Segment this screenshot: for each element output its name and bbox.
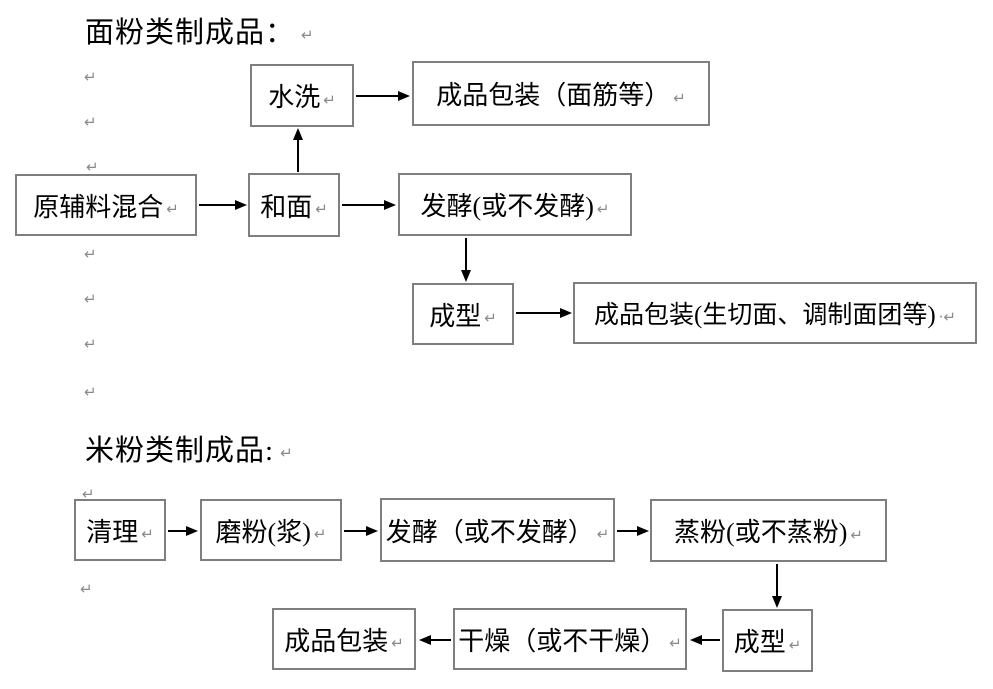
- paragraph-mark: ↵: [673, 88, 686, 107]
- paragraph-mark: ↵: [280, 444, 294, 462]
- paragraph-mark: ↵: [80, 580, 93, 598]
- paragraph-mark: ↵: [596, 525, 610, 543]
- section-title-rice-flour-products: 米粉类制成品:↵: [85, 435, 294, 467]
- node-drying: 干燥（或不干燥）↵: [453, 608, 687, 670]
- node-fermentation-flour: 发酵(或不发酵)↵: [398, 173, 632, 236]
- paragraph-mark: ↵: [301, 26, 315, 44]
- paragraph-mark: ↵: [596, 199, 610, 218]
- paragraph-mark: ↵: [84, 383, 97, 401]
- arrow-mixing-to-kneading: [199, 200, 247, 210]
- arrow-forming-to-packaging-noodles: [516, 308, 572, 318]
- paragraph-mark: ↵: [82, 485, 95, 503]
- arrow-milling-to-fermentation: [344, 526, 378, 536]
- paragraph-mark: ↵: [788, 635, 802, 654]
- arrow-drying-to-packaging: [419, 635, 451, 645]
- paragraph-mark: ↵: [86, 158, 99, 176]
- node-forming-flour: 成型↵: [412, 283, 514, 345]
- arrow-kneading-to-wash: [293, 128, 303, 172]
- arrow-forming-to-drying: [690, 635, 720, 645]
- node-packaging-rice: 成品包装↵: [272, 608, 416, 670]
- paragraph-mark: ↵: [313, 525, 327, 543]
- paragraph-mark: ↵: [84, 290, 97, 308]
- paragraph-mark: ↵: [166, 200, 179, 218]
- paragraph-mark: ·↵: [938, 308, 956, 326]
- arrow-fermentation-to-forming: [461, 238, 471, 282]
- node-packaging-gluten: 成品包装（面筋等）↵: [412, 61, 710, 126]
- arrow-kneading-to-fermentation: [342, 200, 396, 210]
- paragraph-mark: ↵: [391, 634, 404, 652]
- node-fermentation-rice: 发酵（或不发酵）↵: [380, 498, 615, 562]
- node-packaging-noodles-dough: 成品包装(生切面、调制面团等)·↵: [573, 282, 977, 344]
- node-raw-material-mixing: 原辅料混合↵: [15, 174, 197, 236]
- node-steaming: 蒸粉(或不蒸粉)↵: [650, 499, 887, 562]
- paragraph-mark: ↵: [141, 525, 154, 543]
- paragraph-mark: ↵: [315, 200, 328, 218]
- section-title-flour-products: 面粉类制成品：↵: [85, 17, 315, 49]
- node-water-wash: 水洗↵: [250, 64, 354, 127]
- arrow-steaming-to-forming: [772, 564, 782, 608]
- node-dough-kneading: 和面↵: [248, 173, 340, 237]
- paragraph-mark: ↵: [850, 525, 863, 544]
- paragraph-mark: ↵: [84, 245, 97, 263]
- node-forming-rice: 成型↵: [722, 609, 813, 672]
- paragraph-mark: ↵: [84, 113, 97, 131]
- arrow-fermentation-to-steaming: [617, 526, 649, 536]
- paragraph-mark: ↵: [323, 90, 336, 109]
- arrow-cleaning-to-milling: [168, 526, 198, 536]
- paragraph-mark: ↵: [669, 634, 682, 652]
- node-milling: 磨粉(浆)↵: [200, 499, 342, 561]
- paragraph-mark: ↵: [84, 68, 97, 86]
- paragraph-mark: ↵: [484, 309, 497, 327]
- node-cleaning: 清理↵: [74, 499, 166, 561]
- paragraph-mark: ↵: [84, 335, 97, 353]
- arrow-wash-to-packaging-gluten: [356, 91, 410, 101]
